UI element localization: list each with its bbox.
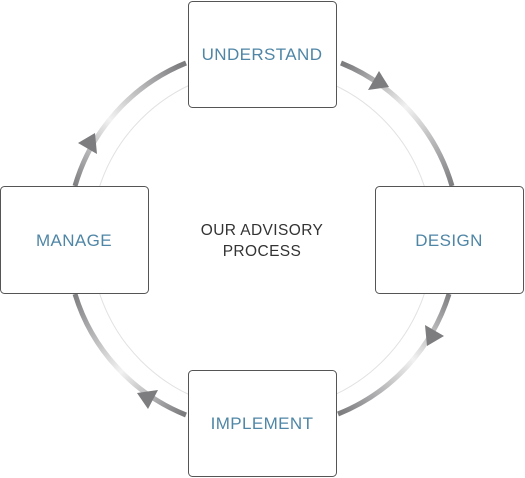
arc-understand-to-design (340, 60, 455, 187)
arc-manage-to-understand (72, 60, 187, 187)
arrowhead-to-understand-icon (78, 133, 97, 154)
step-box-understand: UNDERSTAND (188, 1, 337, 108)
step-box-design: DESIGN (375, 186, 524, 294)
step-box-manage: MANAGE (0, 186, 149, 294)
arrowhead-to-implement-icon (425, 325, 444, 346)
center-title-line-2: PROCESS (223, 243, 302, 260)
arc-implement-to-manage (72, 293, 187, 418)
center-title: OUR ADVISORY PROCESS (201, 222, 324, 260)
center-title-line-1: OUR ADVISORY (201, 222, 324, 239)
step-label-implement: IMPLEMENT (211, 414, 314, 433)
step-box-implement: IMPLEMENT (188, 370, 337, 477)
step-label-understand: UNDERSTAND (202, 45, 323, 64)
step-label-design: DESIGN (415, 231, 483, 250)
arc-design-to-implement (337, 293, 452, 417)
arrowhead-to-design-icon (368, 71, 389, 90)
arrowhead-to-manage-icon (137, 390, 158, 409)
step-label-manage: MANAGE (36, 231, 112, 250)
